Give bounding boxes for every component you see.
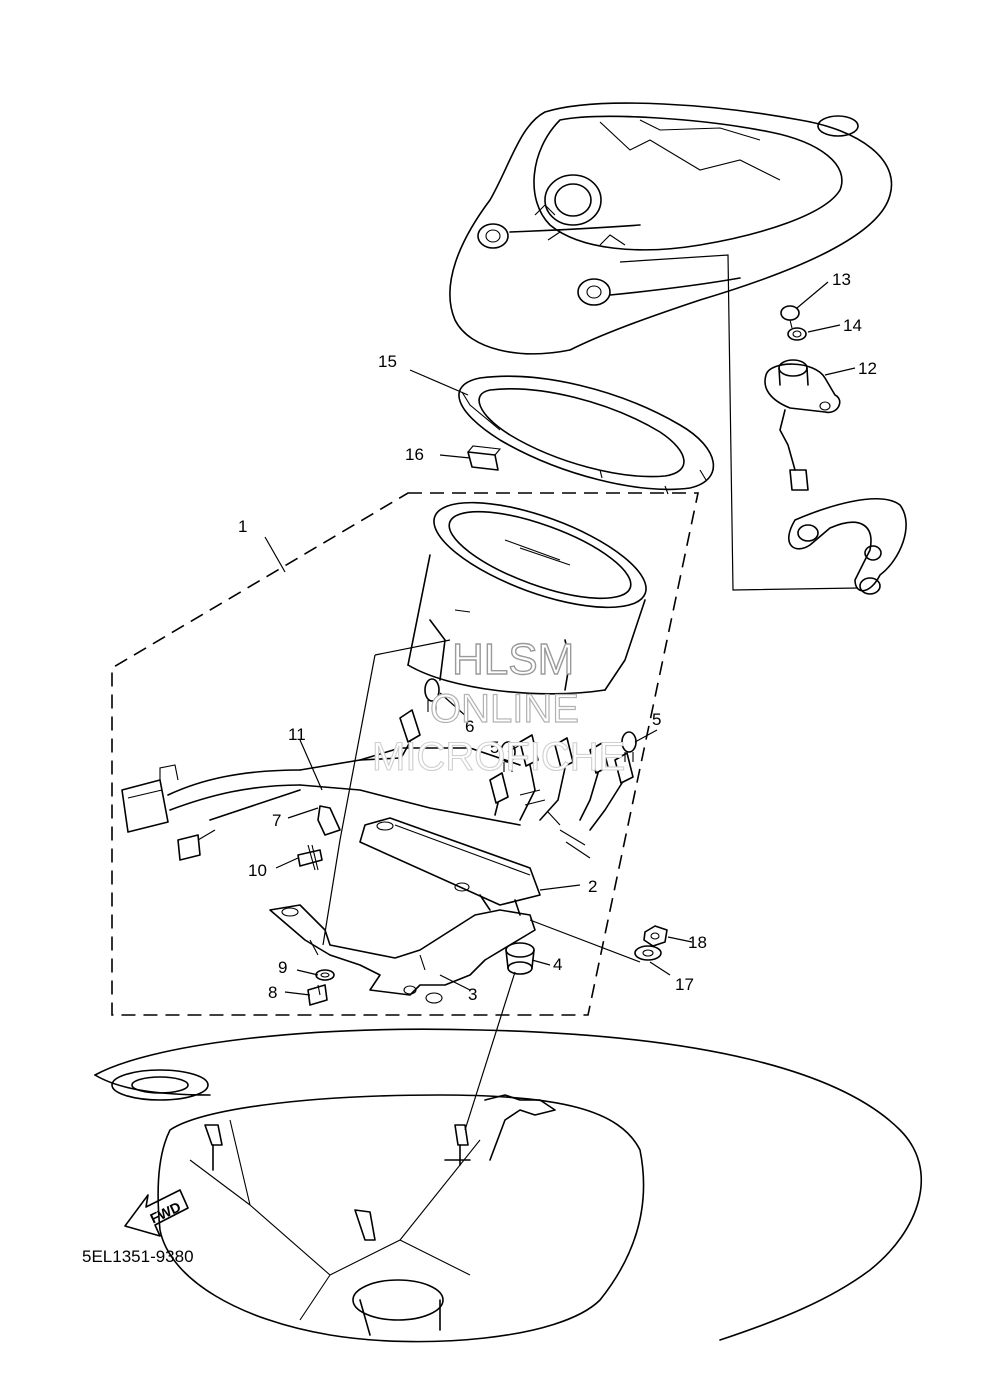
callout-5-right: 5 <box>652 710 661 729</box>
callout-9: 9 <box>278 958 287 977</box>
callout-17: 17 <box>675 975 694 994</box>
leader-lines <box>264 281 856 1131</box>
watermark-line-3: MICROFICHE <box>372 735 625 779</box>
callout-2: 2 <box>588 877 597 896</box>
part-6-bulb <box>424 678 440 712</box>
callout-13: 13 <box>832 270 851 289</box>
callout-16: 16 <box>405 445 424 464</box>
part-8-screw <box>307 984 328 1006</box>
part-11-wire-harness <box>121 709 634 861</box>
part-2-plate <box>359 817 541 916</box>
callout-4: 4 <box>553 955 562 974</box>
callout-1: 1 <box>238 517 247 536</box>
callout-6: 6 <box>465 717 474 736</box>
part-1-assembly-outline <box>111 492 699 1016</box>
callout-15: 15 <box>378 352 397 371</box>
callout-5-left: 5 <box>490 738 499 757</box>
part-17-washer <box>634 945 662 961</box>
callout-labels: 1 2 3 4 5 5 6 7 8 9 10 11 12 13 14 15 16… <box>238 270 877 1004</box>
drawing-code: 5EL1351-9380 <box>82 1247 194 1266</box>
callout-11: 11 <box>288 725 306 744</box>
callout-18: 18 <box>688 933 707 952</box>
part-1-meter <box>407 501 647 695</box>
part-16-clip <box>467 445 502 471</box>
part-3-bracket <box>269 904 536 1004</box>
watermark-line-1: HLSM <box>452 635 574 684</box>
part-5-bulb-left <box>500 741 516 772</box>
callout-12: 12 <box>858 359 877 378</box>
meter-housing-cover <box>449 102 893 355</box>
part-12-switch <box>764 359 841 491</box>
fwd-arrow-icon: FWD <box>124 1189 189 1237</box>
part-15-ring <box>458 375 715 495</box>
callout-10: 10 <box>248 861 267 880</box>
switch-bracket <box>788 498 907 595</box>
part-18-nut <box>643 925 668 947</box>
watermark-line-2: ONLINE <box>430 687 579 731</box>
part-10-screw <box>297 844 323 871</box>
part-9-washer <box>315 969 335 981</box>
callout-8: 8 <box>268 983 277 1002</box>
callout-14: 14 <box>843 316 862 335</box>
watermark: HLSM ONLINE MICROFICHE <box>371 634 625 779</box>
part-4-grommet <box>505 942 535 975</box>
lower-headlight-housing <box>94 1028 923 1343</box>
part-14-washer <box>787 327 807 341</box>
callout-3: 3 <box>468 985 477 1004</box>
callout-7: 7 <box>272 811 281 830</box>
part-13-screw <box>780 305 800 329</box>
